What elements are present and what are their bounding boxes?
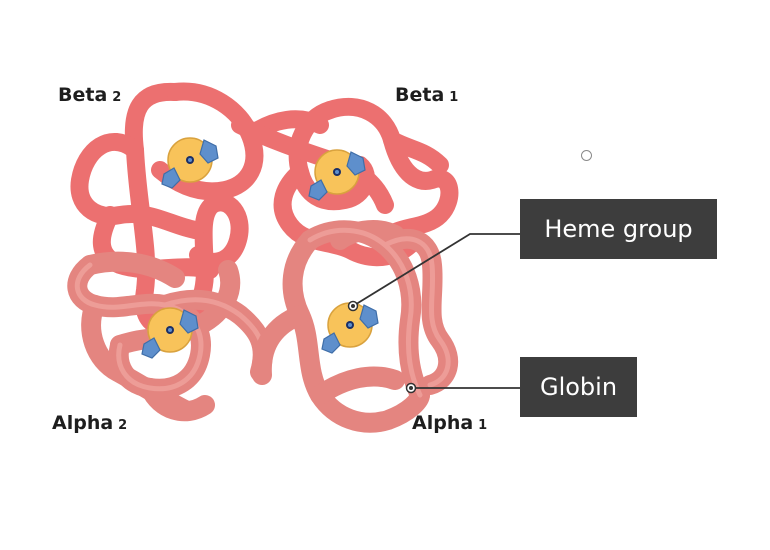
label-alpha2: Alpha 2 bbox=[52, 412, 127, 434]
label-alpha1: Alpha 1 bbox=[412, 412, 487, 434]
label-alpha1-name: Alpha bbox=[412, 412, 473, 434]
label-beta1-name: Beta bbox=[395, 84, 444, 106]
label-alpha2-sub: 2 bbox=[118, 418, 127, 433]
globin-callout: Globin bbox=[520, 357, 637, 417]
label-beta1: Beta 1 bbox=[395, 84, 458, 106]
heme-alpha1 bbox=[322, 303, 378, 353]
label-beta2-name: Beta bbox=[58, 84, 107, 106]
label-alpha2-name: Alpha bbox=[52, 412, 113, 434]
heme-beta2 bbox=[162, 138, 218, 188]
label-alpha1-sub: 1 bbox=[478, 418, 487, 433]
heme-group-callout: Heme group bbox=[520, 199, 717, 259]
label-beta1-sub: 1 bbox=[449, 90, 458, 105]
label-beta2-sub: 2 bbox=[112, 90, 121, 105]
label-beta2: Beta 2 bbox=[58, 84, 121, 106]
radio-button-icon[interactable] bbox=[581, 150, 592, 161]
